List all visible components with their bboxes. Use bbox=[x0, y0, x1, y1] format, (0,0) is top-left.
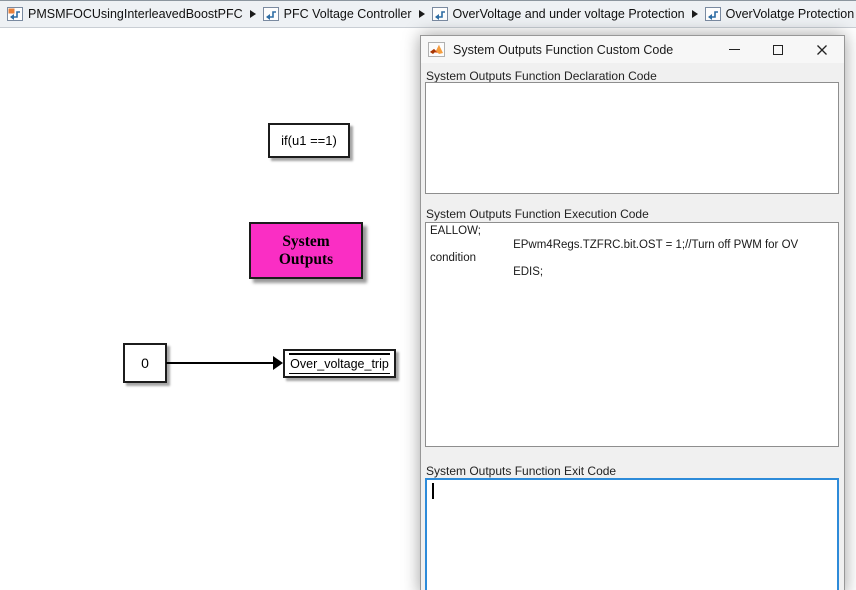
breadcrumb-separator-icon[interactable] bbox=[691, 10, 698, 18]
breadcrumb: PMSMFOCUsingInterleavedBoostPFC PFC Volt… bbox=[0, 0, 856, 28]
maximize-button[interactable] bbox=[756, 36, 800, 63]
signal-arrowhead-icon bbox=[273, 356, 283, 370]
declaration-code-field[interactable] bbox=[425, 82, 839, 194]
data-store-write-block[interactable]: Over_voltage_trip bbox=[283, 349, 396, 378]
dialog-titlebar[interactable]: System Outputs Function Custom Code bbox=[421, 36, 844, 63]
if-block[interactable]: if(u1 ==1) bbox=[268, 123, 350, 158]
window-controls bbox=[712, 36, 844, 63]
breadcrumb-item-label: PFC Voltage Controller bbox=[283, 7, 412, 21]
breadcrumb-item-subsystem-2[interactable]: OverVoltage and under voltage Protection bbox=[431, 7, 685, 21]
constant-block[interactable]: 0 bbox=[123, 343, 167, 383]
matlab-icon bbox=[428, 42, 445, 57]
if-block-label: if(u1 ==1) bbox=[281, 133, 337, 148]
minimize-icon bbox=[728, 48, 740, 51]
maximize-icon bbox=[773, 44, 783, 55]
minimize-button[interactable] bbox=[712, 36, 756, 63]
declaration-code-field-wrap bbox=[425, 82, 839, 194]
breadcrumb-item-label: OverVoltage and under voltage Protection bbox=[452, 7, 685, 21]
breadcrumb-item-subsystem-1[interactable]: PFC Voltage Controller bbox=[262, 7, 412, 21]
data-store-write-label: Over_voltage_trip bbox=[290, 356, 389, 371]
breadcrumb-item-subsystem-3[interactable]: OverVolatge Protection bbox=[704, 7, 855, 21]
system-outputs-label-line2: Outputs bbox=[278, 250, 334, 268]
declaration-code-label: System Outputs Function Declaration Code bbox=[426, 69, 657, 83]
system-outputs-block[interactable]: System Outputs bbox=[249, 222, 363, 279]
subsystem-badge-icon bbox=[704, 7, 721, 21]
close-button[interactable] bbox=[800, 36, 844, 63]
subsystem-badge-icon bbox=[262, 7, 279, 21]
subsystem-badge-icon bbox=[431, 7, 448, 21]
datastore-line-bottom bbox=[289, 372, 390, 374]
model-badge-icon bbox=[7, 7, 23, 21]
execution-code-label: System Outputs Function Execution Code bbox=[426, 207, 649, 221]
system-outputs-label-line1: System bbox=[282, 232, 330, 250]
breadcrumb-item-label: PMSMFOCUsingInterleavedBoostPFC bbox=[28, 7, 243, 21]
exit-code-field-wrap bbox=[425, 478, 839, 590]
close-icon bbox=[817, 44, 827, 55]
execution-code-field-wrap: EALLOW; EPwm4Regs.TZFRC.bit.OST = 1;//Tu… bbox=[425, 222, 839, 447]
text-cursor bbox=[432, 483, 434, 499]
exit-code-label: System Outputs Function Exit Code bbox=[426, 464, 617, 478]
breadcrumb-item-label: OverVolatge Protection bbox=[725, 7, 855, 21]
breadcrumb-separator-icon[interactable] bbox=[249, 10, 256, 18]
custom-code-dialog: System Outputs Function Custom Code Syst… bbox=[420, 35, 845, 590]
breadcrumb-item-model-root[interactable]: PMSMFOCUsingInterleavedBoostPFC bbox=[7, 7, 243, 21]
dialog-title: System Outputs Function Custom Code bbox=[453, 42, 674, 57]
exit-code-field[interactable] bbox=[425, 478, 839, 590]
signal-wire[interactable] bbox=[166, 362, 275, 364]
execution-code-field[interactable]: EALLOW; EPwm4Regs.TZFRC.bit.OST = 1;//Tu… bbox=[425, 222, 839, 447]
breadcrumb-separator-icon[interactable] bbox=[418, 10, 425, 18]
datastore-line-top bbox=[289, 353, 390, 355]
constant-block-value: 0 bbox=[141, 355, 149, 371]
